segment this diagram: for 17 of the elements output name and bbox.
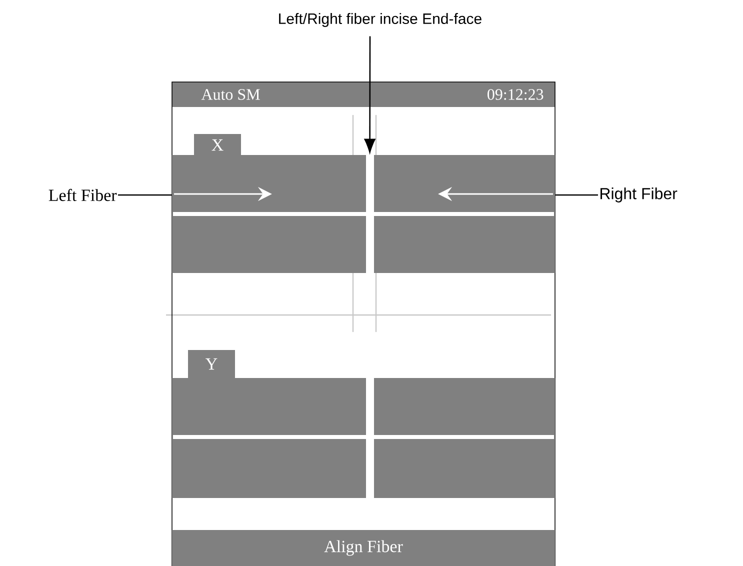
axis-tab: Y	[188, 350, 235, 378]
leader-line	[118, 194, 172, 196]
callout-text: Left/Right fiber incise End-face	[279, 13, 482, 27]
fiber-bar	[172, 378, 366, 498]
axis-tab: X	[194, 134, 241, 156]
fiber-bar	[374, 378, 555, 498]
node-label: Y	[206, 358, 218, 370]
message-bar: Align Fiber	[172, 530, 555, 566]
callout-text: Right Fiber	[600, 188, 678, 202]
status-text: Auto SM	[201, 89, 260, 100]
fiber-bar	[172, 155, 366, 273]
leader-line	[555, 194, 598, 196]
node-label: X	[212, 139, 224, 151]
arrow	[364, 36, 376, 153]
fiber-bar	[374, 155, 555, 273]
callout-text: Left Fiber	[48, 188, 117, 202]
clock-text: 09:12:23	[488, 89, 544, 100]
